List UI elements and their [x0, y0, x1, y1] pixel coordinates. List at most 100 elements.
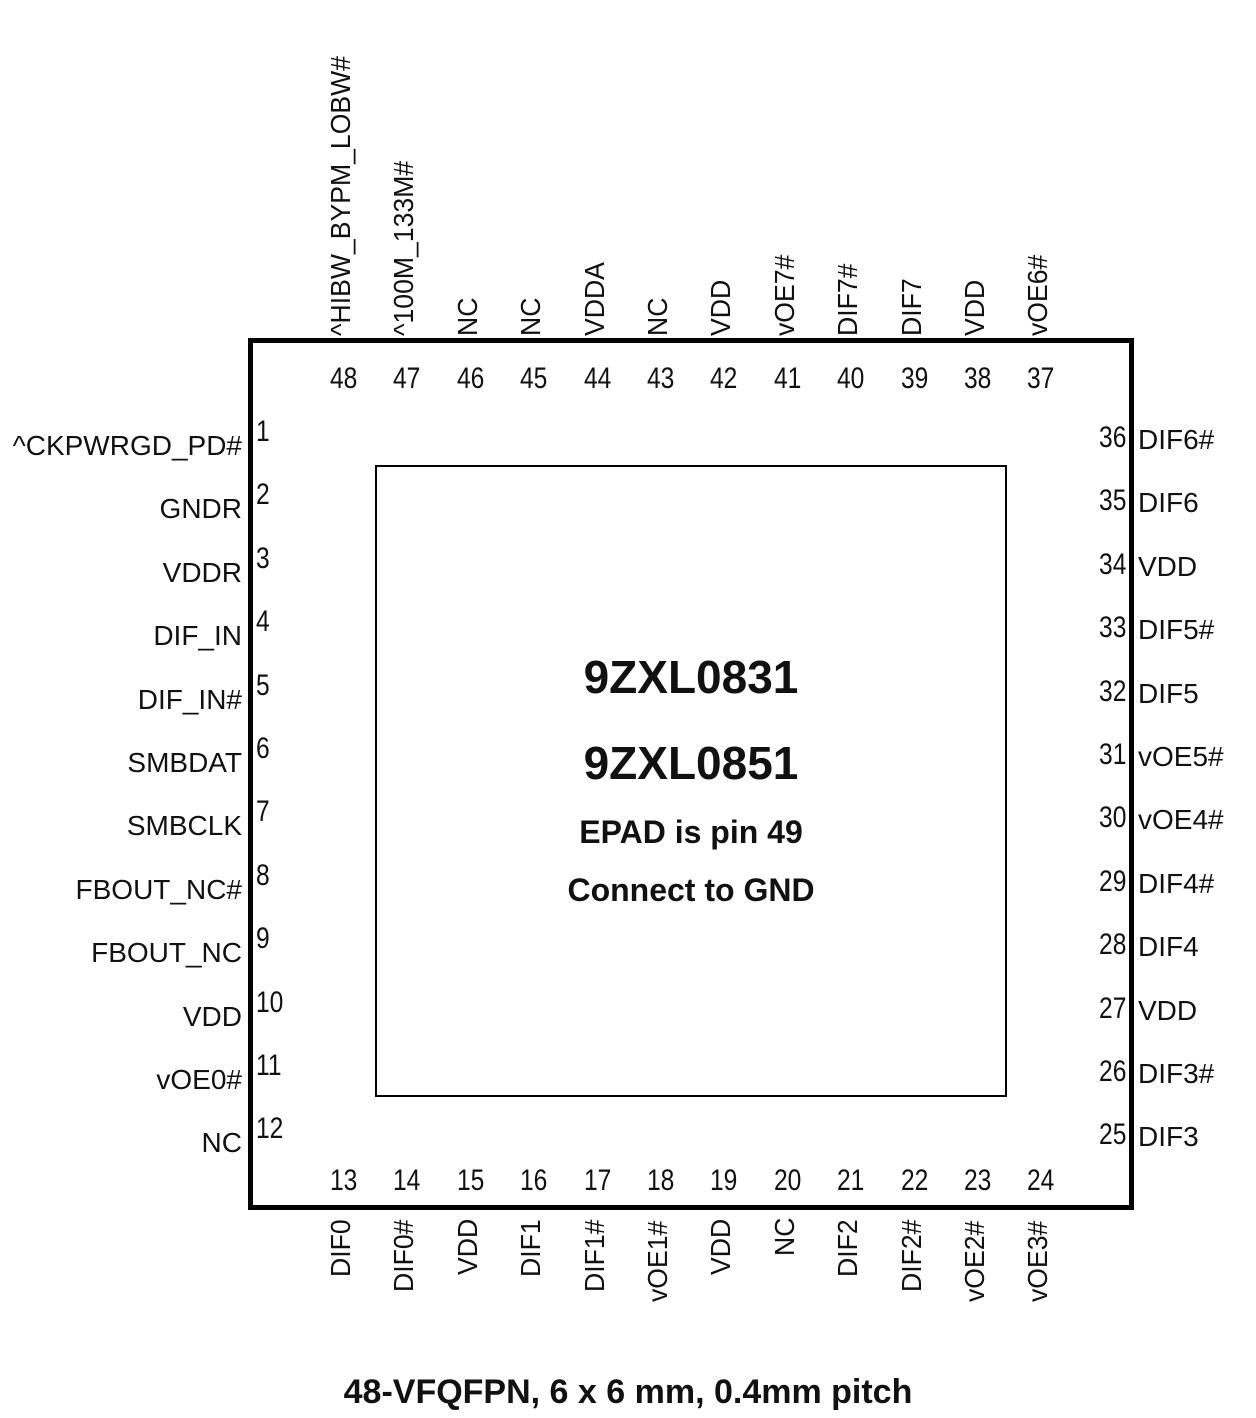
pin-name: SMBCLK	[126, 810, 242, 842]
pin-number: 32	[1098, 674, 1126, 708]
pin-name: VDD	[451, 1218, 483, 1275]
pin-name: vOE2#	[959, 1220, 990, 1302]
pin-name: VDD	[705, 279, 737, 336]
pin-name: DIF3#	[1138, 1058, 1215, 1089]
pin-number: 18	[647, 1164, 675, 1197]
pin-number: 14	[393, 1164, 421, 1197]
pin-name: VDDA	[578, 262, 610, 336]
pin-number: 9	[256, 922, 270, 956]
pin-name: DIF_IN	[153, 620, 242, 652]
pin-number: 43	[647, 362, 675, 395]
pin-number: 31	[1098, 738, 1126, 771]
pin-name: ^CKPWRGD_PD#	[12, 430, 242, 461]
pin-number: 11	[256, 1049, 282, 1082]
pin-name: DIF6	[1138, 487, 1199, 519]
pin-name: vOE1#	[642, 1220, 673, 1302]
pin-number: 28	[1098, 928, 1126, 962]
pin-number: 13	[330, 1164, 358, 1197]
pin-name: DIF1#	[578, 1219, 610, 1292]
pin-number: 20	[773, 1164, 802, 1197]
pin-number: 39	[900, 362, 928, 395]
pin-number: 3	[256, 541, 270, 575]
pin-number: 45	[520, 362, 548, 395]
pin-name: DIF_IN#	[137, 683, 242, 715]
pin-name: DIF5	[1138, 677, 1199, 709]
pin-number: 16	[520, 1164, 548, 1197]
pin-number: 26	[1098, 1055, 1126, 1088]
pin-name: DIF6#	[1138, 424, 1215, 455]
pin-name: DIF1	[515, 1219, 547, 1277]
pin-number: 38	[964, 362, 992, 395]
pin-name: NC	[451, 297, 483, 336]
pin-number: 42	[710, 362, 738, 395]
pin-name: GNDR	[159, 493, 242, 525]
pin-name: NC	[515, 297, 547, 336]
pin-name: VDDR	[162, 556, 242, 588]
pin-name: DIF2#	[895, 1219, 927, 1292]
pin-name: NC	[642, 297, 673, 336]
pin-number: 23	[964, 1164, 992, 1197]
pin-name: DIF2	[832, 1219, 864, 1277]
pin-name: DIF7#	[832, 263, 864, 336]
pin-name: ^100M_133M#	[388, 160, 420, 336]
pin-number: 2	[256, 478, 270, 512]
pin-name: DIF7	[895, 278, 927, 336]
pin-number: 37	[1027, 362, 1055, 395]
pin-number: 21	[837, 1164, 865, 1197]
pin-number: 24	[1027, 1164, 1055, 1197]
pin-name: ^HIBW_BYPM_LOBW#	[325, 55, 356, 337]
pin-name: vOE3#	[1022, 1220, 1054, 1302]
pin-name: vOE7#	[768, 254, 800, 336]
pin-name: NC	[201, 1127, 242, 1159]
pin-number: 12	[256, 1112, 284, 1146]
pin-name: VDD	[1138, 994, 1198, 1026]
pin-number: 7	[256, 795, 270, 829]
pin-number: 8	[256, 858, 270, 892]
pin-number: 44	[583, 362, 611, 395]
part-number-2: 9ZXL0851	[583, 737, 799, 789]
pin-number: 22	[900, 1164, 928, 1197]
pin-name: DIF0	[325, 1219, 356, 1277]
pin-name: DIF4	[1138, 931, 1199, 963]
pin-name: VDD	[182, 1000, 242, 1032]
pin-number: 36	[1098, 421, 1126, 454]
pin-number: 33	[1098, 611, 1126, 645]
pin-number: 47	[393, 362, 421, 395]
pin-number: 4	[256, 605, 270, 639]
pin-number: 30	[1098, 801, 1126, 835]
package-outline	[248, 338, 1134, 1210]
pin-name: FBOUT_NC	[91, 937, 242, 969]
pin-name: VDD	[1138, 550, 1198, 582]
pin-name: SMBDAT	[127, 747, 242, 778]
part-number-1: 9ZXL0831	[583, 651, 799, 703]
pin-number: 46	[456, 362, 485, 395]
pin-name: NC	[768, 1217, 800, 1256]
pin-name: VDD	[959, 279, 990, 336]
pin-number: 25	[1098, 1118, 1126, 1152]
pin-name: DIF5#	[1138, 614, 1215, 646]
pin-number: 10	[256, 985, 284, 1019]
pin-name: vOE6#	[1022, 254, 1054, 336]
pin-name: DIF4#	[1138, 867, 1215, 899]
pin-number: 17	[583, 1164, 611, 1197]
epad-note: EPAD is pin 49	[579, 814, 803, 850]
pin-name: vOE0#	[156, 1064, 242, 1095]
package-caption: 48-VFQFPN, 6 x 6 mm, 0.4mm pitch	[343, 1373, 913, 1411]
pin-number: 6	[256, 732, 270, 765]
pin-number: 48	[330, 362, 358, 395]
pin-number: 27	[1098, 991, 1126, 1025]
pin-number: 41	[773, 362, 802, 395]
epad-connect-note: Connect to GND	[567, 872, 815, 908]
pin-number: 5	[256, 668, 270, 702]
pin-number: 19	[710, 1164, 738, 1197]
pin-number: 34	[1098, 547, 1126, 581]
pin-number: 29	[1098, 864, 1126, 898]
pin-number: 40	[837, 362, 865, 395]
pin-number: 15	[456, 1164, 485, 1197]
pin-number: 35	[1098, 484, 1126, 518]
pin-name: DIF3	[1138, 1121, 1199, 1153]
pin-number: 1	[256, 415, 270, 448]
pin-name: FBOUT_NC#	[75, 873, 242, 905]
pin-name: vOE5#	[1138, 741, 1224, 772]
exposed-pad	[375, 465, 1007, 1097]
